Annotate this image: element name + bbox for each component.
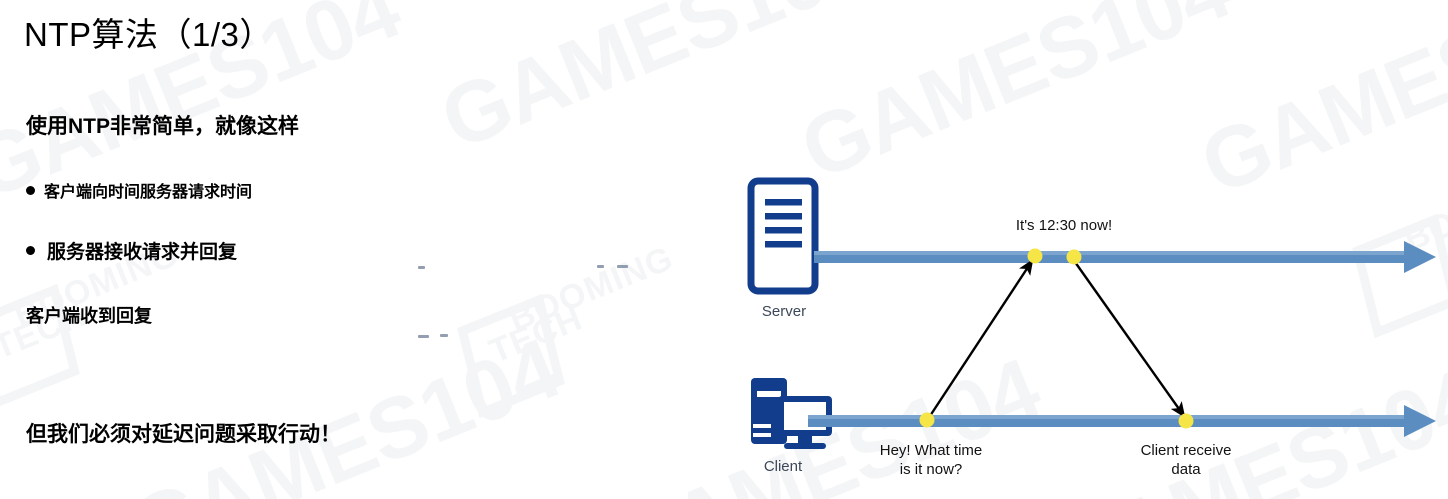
list-item-label: 服务器接收请求并回复 [47, 242, 238, 263]
request-message-line2: is it now? [899, 460, 963, 478]
image-artifact [418, 335, 429, 338]
response-message-label: Client receive data [1110, 442, 1262, 480]
request-arrow [926, 258, 1034, 420]
event-dot-client-receive [1178, 413, 1194, 429]
image-artifact [597, 265, 604, 268]
response-arrow [1074, 261, 1186, 418]
client-label: Client [763, 458, 803, 475]
image-artifact [418, 266, 425, 269]
list-item: 服务器接收请求并回复 [26, 237, 237, 264]
lead-statement: 使用NTP非常简单，就像这样 [26, 115, 299, 138]
slide-text-column: NTP算法（1/3） 使用NTP非常简单，就像这样 客户端向时间服务器请求时间 … [0, 0, 700, 499]
response-message-line1: Client receive [1140, 442, 1232, 459]
response-message-line2: data [1171, 460, 1201, 478]
image-artifact [440, 334, 448, 337]
server-tower-icon [747, 177, 819, 295]
event-dot-server-send [1066, 249, 1082, 265]
desktop-computer-icon [751, 378, 832, 449]
event-dot-client-send [919, 412, 935, 428]
page-title: NTP算法（1/3） [24, 16, 273, 53]
event-dot-server-receive [1027, 248, 1043, 264]
closing-statement: 但我们必须对延迟问题采取行动！ [26, 423, 341, 446]
bullet-dot-icon [26, 246, 35, 255]
client-timeline [808, 405, 1436, 437]
list-item: 客户端向时间服务器请求时间 [26, 178, 252, 202]
server-label: Server [761, 303, 807, 320]
image-artifact [617, 265, 628, 268]
server-time-label: It's 12:30 now! [1015, 217, 1113, 234]
list-item-label: 客户端向时间服务器请求时间 [44, 184, 253, 201]
request-message-line1: Hey! What time [879, 442, 983, 459]
list-item-label: 客户端收到回复 [26, 306, 152, 326]
request-message-label: Hey! What time is it now? [855, 442, 1007, 480]
server-timeline [814, 241, 1436, 273]
bullet-dot-icon [26, 185, 35, 195]
